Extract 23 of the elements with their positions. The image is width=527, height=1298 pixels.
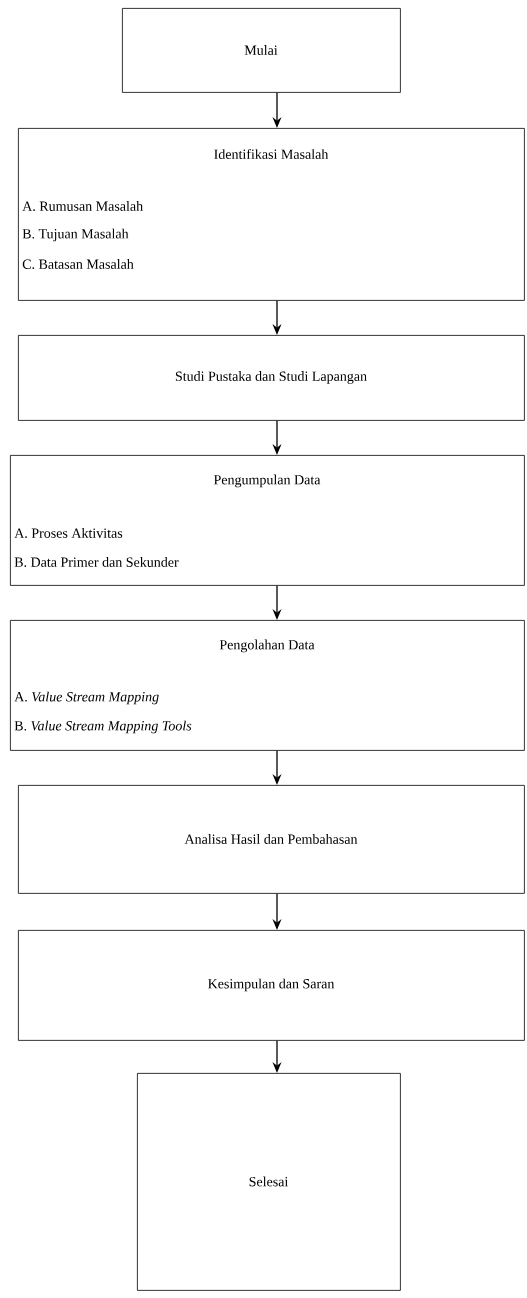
list-item: B. Tujuan Masalah — [22, 228, 129, 242]
process-box — [122, 8, 401, 93]
process-box — [137, 1073, 401, 1291]
process-box — [18, 785, 525, 894]
heading-text: Pengumpulan Data — [213, 474, 321, 488]
list-item: B. Data Primer dan Sekunder — [14, 557, 179, 567]
list-item: A. Proses Aktivitas — [14, 528, 123, 538]
process-box — [10, 455, 525, 586]
list-item: B. Value Stream Mapping Tools — [14, 720, 192, 734]
heading-text: Pengolahan Data — [219, 639, 315, 653]
heading-text: Mulai — [244, 45, 278, 55]
process-box — [18, 930, 525, 1041]
list-item: A. Value Stream Mapping — [14, 691, 159, 705]
list-item: C. Batasan Masalah — [22, 259, 134, 269]
heading-text: Analisa Hasil dan Pembahasan — [184, 834, 358, 844]
heading-text: Selesai — [249, 1176, 289, 1187]
heading-text: Studi Pustaka dan Studi Lapangan — [175, 371, 367, 384]
process-box — [18, 335, 525, 421]
process-box — [10, 620, 525, 751]
process-box — [18, 128, 525, 301]
heading-text: Identifikasi Masalah — [214, 149, 329, 159]
heading-text: Kesimpulan dan Saran — [208, 978, 335, 992]
list-item: A. Rumusan Masalah — [22, 201, 143, 211]
